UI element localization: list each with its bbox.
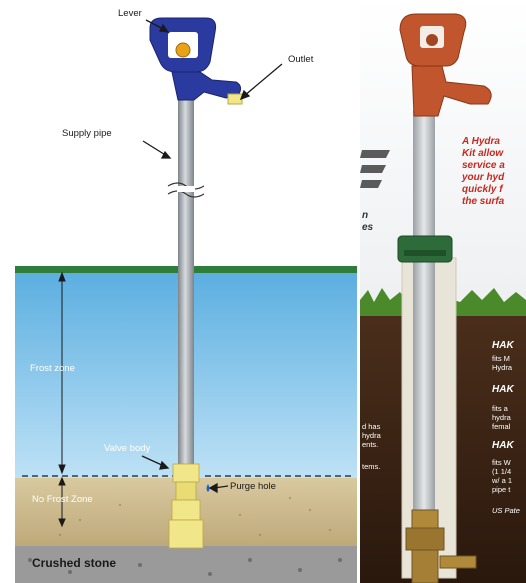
stripes	[360, 150, 390, 188]
label-frost-zone: Frost zone	[30, 363, 75, 374]
patent-note: US Pate	[492, 506, 520, 515]
supply-pipe	[178, 92, 194, 464]
crushed-stone-dots	[28, 558, 342, 576]
headline-line-2: Kit allow	[462, 148, 504, 159]
outlet-nozzle	[227, 93, 243, 105]
pipe-break-gap	[177, 186, 195, 192]
left-cut-line-1: d has	[362, 422, 381, 431]
side-fragment-1: n	[362, 210, 369, 221]
hydrant-body	[171, 71, 242, 101]
label-no-frost-zone: No Frost Zone	[32, 494, 93, 505]
headline-line-4: your hyd	[462, 172, 505, 183]
left-cut-line-5: tems.	[362, 462, 381, 471]
left-cut-line-2: hydra	[362, 431, 381, 440]
label-arrows	[141, 19, 283, 494]
hydrant-kit-photo-svg	[360, 0, 526, 583]
item-2-line-1: fits a	[492, 404, 508, 413]
label-lever: Lever	[118, 8, 142, 19]
item-1-title: HAK	[492, 340, 514, 351]
item-1-line-1: fits M	[492, 354, 510, 363]
green-cap	[397, 235, 453, 263]
item-2-title: HAK	[492, 384, 514, 395]
hydrant-kit-photo: A Hydra Kit allow service a your hyd qui…	[360, 0, 526, 583]
hydrant-diagram: Lever Outlet Supply pipe Frost zone Valv…	[15, 8, 357, 583]
gravel-dots	[38, 496, 332, 537]
item-3-line-4: pipe t	[492, 485, 511, 494]
label-crushed-stone: Crushed stone	[32, 556, 117, 570]
label-outlet: Outlet	[288, 54, 314, 65]
item-1-line-2: Hydra	[492, 363, 513, 372]
item-3-title: HAK	[492, 440, 514, 451]
lever-nut	[175, 42, 191, 58]
brass-valve	[405, 509, 477, 583]
headline-line-5: quickly f	[462, 184, 503, 195]
item-2-line-2: hydra	[492, 413, 511, 422]
label-supply-pipe: Supply pipe	[62, 128, 112, 139]
purge-hole-drop	[206, 484, 210, 492]
hydrant-diagram-svg	[15, 17, 357, 583]
headline-line-1: A Hydra	[462, 136, 500, 147]
item-2-line-3: femal	[492, 422, 511, 431]
frost-zone-dimension	[58, 271, 66, 475]
left-cut-line-3: ents.	[362, 440, 379, 449]
headline-line-6: the surfa	[462, 196, 505, 207]
side-fragment-2: es	[362, 222, 374, 233]
headline-line-3: service a	[462, 160, 505, 171]
item-3-line-3: w/ a 1	[492, 476, 513, 485]
label-valve-body: Valve body	[104, 443, 151, 454]
no-frost-dimension	[58, 476, 66, 528]
valve-body	[168, 463, 204, 549]
label-purge-hole: Purge hole	[230, 481, 276, 492]
standpipe	[413, 110, 435, 510]
item-3-line-1: fits W	[492, 458, 511, 467]
pipe-break-2	[167, 190, 205, 198]
green-cap-band	[404, 250, 446, 256]
item-3-line-2: (1 1/4	[492, 467, 512, 476]
hydrant-head-photo	[399, 13, 492, 117]
crushed-stone-layer	[15, 546, 357, 583]
